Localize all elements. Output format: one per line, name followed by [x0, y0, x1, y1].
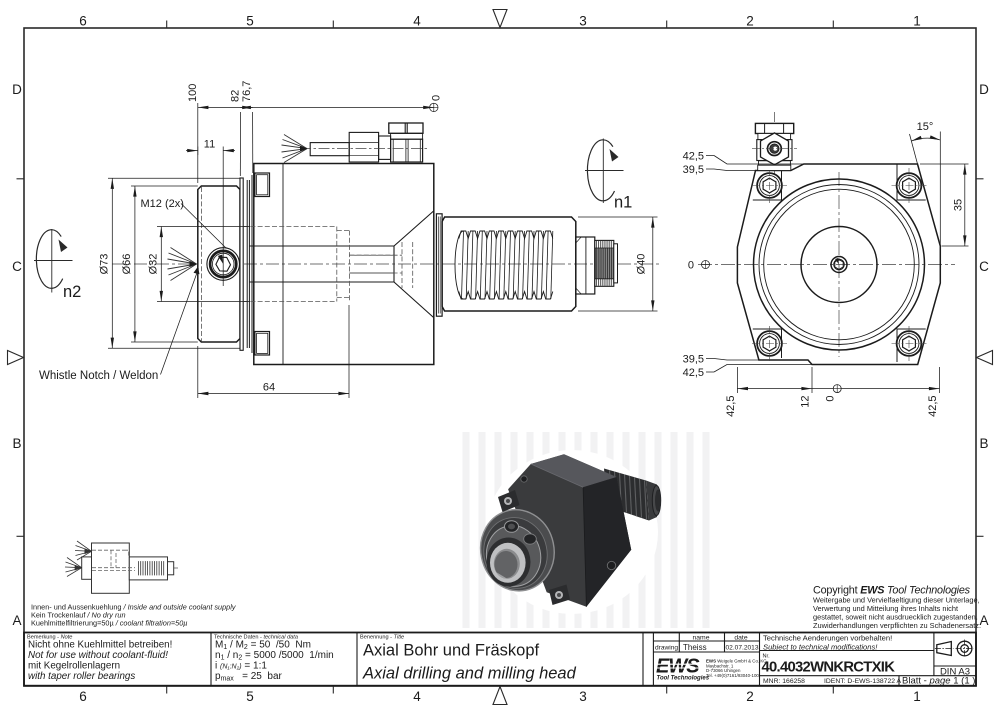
svg-text:6: 6 — [79, 14, 87, 29]
svg-text:name: name — [692, 634, 709, 641]
svg-text:Bemerkung - Note: Bemerkung - Note — [27, 634, 72, 640]
svg-text:42,5: 42,5 — [725, 396, 737, 417]
svg-text:1: 1 — [913, 689, 921, 704]
svg-text:82: 82 — [230, 90, 242, 102]
svg-text:Weitergabe und Vervielfaeltigu: Weitergabe und Vervielfaeltigung dieser … — [813, 596, 980, 605]
svg-text:Benennung - Title: Benennung - Title — [360, 634, 404, 640]
svg-text:DIN A3: DIN A3 — [940, 666, 970, 677]
svg-text:Maybachstr. 1: Maybachstr. 1 — [706, 663, 734, 668]
svg-text:Ø40: Ø40 — [636, 254, 648, 275]
svg-text:Copyright EWS Tool Technologie: Copyright EWS Tool Technologies — [813, 585, 971, 597]
svg-text:6: 6 — [79, 689, 87, 704]
svg-text:64: 64 — [263, 382, 275, 394]
svg-text:12: 12 — [800, 396, 812, 408]
svg-text:0: 0 — [431, 95, 443, 101]
svg-text:39,5: 39,5 — [683, 164, 704, 176]
svg-text:Axial drilling and milling hea: Axial drilling and milling head — [362, 665, 577, 683]
svg-text:Whistle Notch / Weldon: Whistle Notch / Weldon — [39, 370, 158, 382]
svg-text:Verwertung und Mitteilung ihre: Verwertung und Mitteilung ihres Inhalts … — [813, 604, 958, 613]
svg-text:D: D — [12, 82, 22, 97]
svg-text:EWS Weigele GmbH & Co. KG: EWS Weigele GmbH & Co. KG — [706, 659, 767, 664]
svg-text:gestattet, soweit nicht ausdru: gestattet, soweit nicht ausdruecklich zu… — [813, 613, 978, 622]
svg-text:35: 35 — [952, 199, 964, 211]
svg-text:D-73066 Uhingen: D-73066 Uhingen — [706, 668, 741, 673]
svg-text:Innen- und Aussenkuehlung / In: Innen- und Aussenkuehlung / Inside and o… — [31, 602, 237, 611]
svg-text:Nr.: Nr. — [763, 654, 771, 660]
svg-text:n1 / n2 = 5000 /5000 1/min: n1 / n2 = 5000 /5000 1/min — [215, 650, 334, 662]
svg-text:Axial Bohr und Fräskopf: Axial Bohr und Fräskopf — [363, 642, 540, 660]
svg-text:IDENT: D-EWS-138722 A: IDENT: D-EWS-138722 A — [824, 678, 902, 685]
svg-text:Technische Aenderungen vorbeha: Technische Aenderungen vorbehalten! — [763, 633, 892, 642]
svg-text:3: 3 — [579, 14, 587, 29]
svg-text:Nicht ohne Kuehlmittel betreib: Nicht ohne Kuehlmittel betreiben! — [28, 640, 172, 651]
svg-text:M1 / M2 = 50 /50 Nm: M1 / M2 = 50 /50 Nm — [215, 640, 311, 652]
svg-text:Subject to technical modificat: Subject to technical modifications! — [763, 642, 878, 651]
svg-text:EWS: EWS — [656, 656, 700, 678]
svg-text:2: 2 — [746, 689, 754, 704]
svg-text:Technische Daten - technical d: Technische Daten - technical data — [214, 634, 298, 640]
svg-text:4: 4 — [413, 14, 421, 29]
svg-text:A: A — [12, 613, 21, 628]
svg-text:4: 4 — [413, 689, 421, 704]
svg-text:D: D — [979, 82, 989, 97]
svg-text:Ø66: Ø66 — [121, 254, 133, 275]
svg-text:Blatt - page 1 (1 ): Blatt - page 1 (1 ) — [902, 676, 975, 687]
svg-text:3: 3 — [579, 689, 587, 704]
svg-text:76,7: 76,7 — [241, 81, 253, 102]
svg-text:39,5: 39,5 — [683, 354, 704, 366]
svg-text:11: 11 — [204, 139, 215, 151]
svg-text:with taper roller bearings: with taper roller bearings — [28, 671, 135, 682]
svg-text:drawing: drawing — [655, 645, 678, 652]
svg-text:42,5: 42,5 — [683, 367, 704, 379]
svg-text:02.07.2013: 02.07.2013 — [725, 645, 758, 652]
svg-text:date: date — [734, 634, 747, 641]
svg-text:C: C — [12, 259, 22, 274]
svg-text:Theiss: Theiss — [683, 643, 707, 652]
svg-text:n1: n1 — [614, 194, 632, 212]
svg-text:15°: 15° — [917, 121, 934, 133]
svg-text:i (N₁:N₂) = 1:1: i (N₁:N₂) = 1:1 — [215, 661, 267, 672]
svg-text:42,5: 42,5 — [683, 151, 704, 163]
svg-text:B: B — [12, 436, 21, 451]
svg-text:2: 2 — [746, 14, 754, 29]
svg-text:Ø32: Ø32 — [148, 254, 160, 275]
svg-text:1: 1 — [913, 14, 921, 29]
svg-text:5: 5 — [246, 14, 254, 29]
svg-text:5: 5 — [246, 689, 254, 704]
svg-text:pmax = 25 bar: pmax = 25 bar — [215, 671, 283, 683]
svg-text:Ø73: Ø73 — [99, 254, 111, 275]
svg-text:A: A — [979, 613, 988, 628]
svg-text:100: 100 — [187, 84, 199, 102]
svg-text:n2: n2 — [63, 283, 81, 301]
svg-text:Tool Technologies: Tool Technologies — [657, 676, 710, 682]
svg-text:40.4032WNKRCTXIK: 40.4032WNKRCTXIK — [762, 660, 896, 676]
svg-text:42,5: 42,5 — [927, 396, 939, 417]
svg-text:mit Kegelrollenlagern: mit Kegelrollenlagern — [28, 661, 120, 672]
svg-text:Zuwiderhandlungen verpflichten: Zuwiderhandlungen verpflichten zu Schade… — [813, 621, 981, 630]
svg-text:MNR: 166258: MNR: 166258 — [763, 678, 805, 685]
svg-text:Kein Trockenlauf / No dry run: Kein Trockenlauf / No dry run — [31, 610, 126, 619]
svg-text:M12 (2x): M12 (2x) — [141, 198, 184, 210]
svg-text:Tel. +49(0)7161/93040-100: Tel. +49(0)7161/93040-100 — [706, 673, 759, 678]
svg-text:0: 0 — [825, 396, 837, 402]
svg-text:Kuehlmittelfiltrierung=50µ / c: Kuehlmittelfiltrierung=50µ / coolant fil… — [31, 618, 187, 627]
svg-text:B: B — [979, 436, 988, 451]
svg-text:0: 0 — [688, 259, 694, 271]
svg-text:C: C — [979, 259, 989, 274]
svg-text:Not for use without coolant-fl: Not for use without coolant-fluid! — [28, 650, 168, 661]
